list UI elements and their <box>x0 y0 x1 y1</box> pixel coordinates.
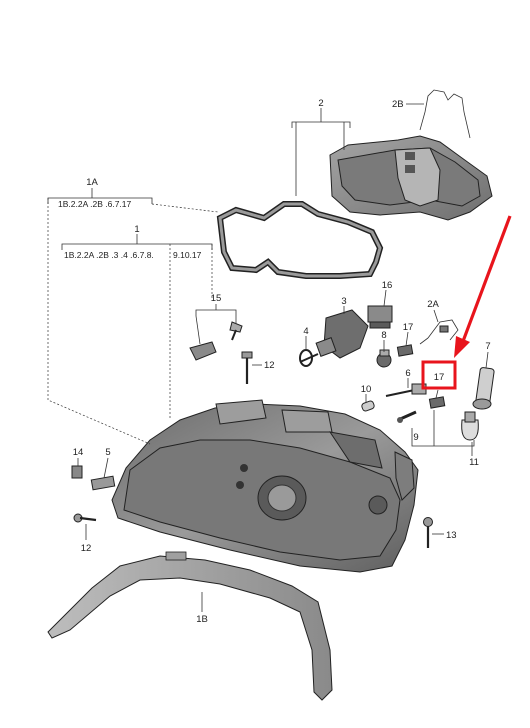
label-7: 7 <box>485 341 490 352</box>
label-6: 6 <box>405 368 410 379</box>
label-12-bottom: 12 <box>81 543 92 554</box>
label-1-sub2: 9.10.17 <box>173 250 202 260</box>
leader-lines <box>47 103 489 612</box>
label-8: 8 <box>381 330 386 341</box>
label-3: 3 <box>341 296 346 307</box>
label-17-top: 17 <box>403 322 414 333</box>
label-4: 4 <box>303 326 308 337</box>
side-bulb <box>361 400 375 412</box>
part-labels: 2 2B 1A 1B.2.2A .2B .6.7.17 1 1B.2.2A .2… <box>58 98 491 625</box>
wire-connector <box>419 319 459 345</box>
label-15: 15 <box>211 293 222 304</box>
connector-plug <box>367 305 393 329</box>
label-9: 9 <box>413 432 418 443</box>
highlight-callout: 17 <box>421 215 512 390</box>
screw-right <box>423 517 433 548</box>
label-5: 5 <box>105 447 110 458</box>
label-17-highlighted: 17 <box>434 372 445 383</box>
label-2b: 2B <box>392 99 404 110</box>
turn-signal-bulb <box>461 419 479 441</box>
leveling-motor <box>299 309 369 363</box>
label-1b: 1B <box>196 614 208 625</box>
bulb-socket <box>376 349 392 368</box>
label-1-sub: 1B.2.2A .2B .3 .4 .6.7.8. <box>64 250 154 260</box>
highlight-box <box>421 360 457 390</box>
label-10: 10 <box>361 384 372 395</box>
mounting-bracket <box>189 321 243 361</box>
screw-bottom <box>73 513 97 523</box>
label-14: 14 <box>73 447 84 458</box>
nut-plate <box>90 475 116 491</box>
h7-bulb <box>385 383 427 397</box>
wire-clip <box>419 89 471 139</box>
housing-cover <box>329 135 493 221</box>
label-16: 16 <box>382 280 393 291</box>
gasket-seal <box>216 201 384 279</box>
label-13: 13 <box>446 530 457 541</box>
turn-signal-holder <box>472 367 495 410</box>
clip-part <box>396 344 414 357</box>
label-11: 11 <box>469 457 479 468</box>
screw-top <box>241 351 253 384</box>
red-arrow-icon <box>454 215 512 358</box>
label-1: 1 <box>134 224 139 235</box>
label-12-top: 12 <box>264 360 275 371</box>
headlamp-housing <box>111 399 419 573</box>
label-1a: 1A <box>86 177 98 188</box>
spring-clip <box>71 465 83 479</box>
label-2: 2 <box>318 98 323 109</box>
bulb-holder <box>397 410 417 423</box>
label-2a: 2A <box>427 299 439 310</box>
trim-strip <box>47 555 333 701</box>
label-1a-sub: 1B.2.2A .2B .6.7.17 <box>58 199 132 209</box>
clip-part-lower <box>428 396 446 409</box>
